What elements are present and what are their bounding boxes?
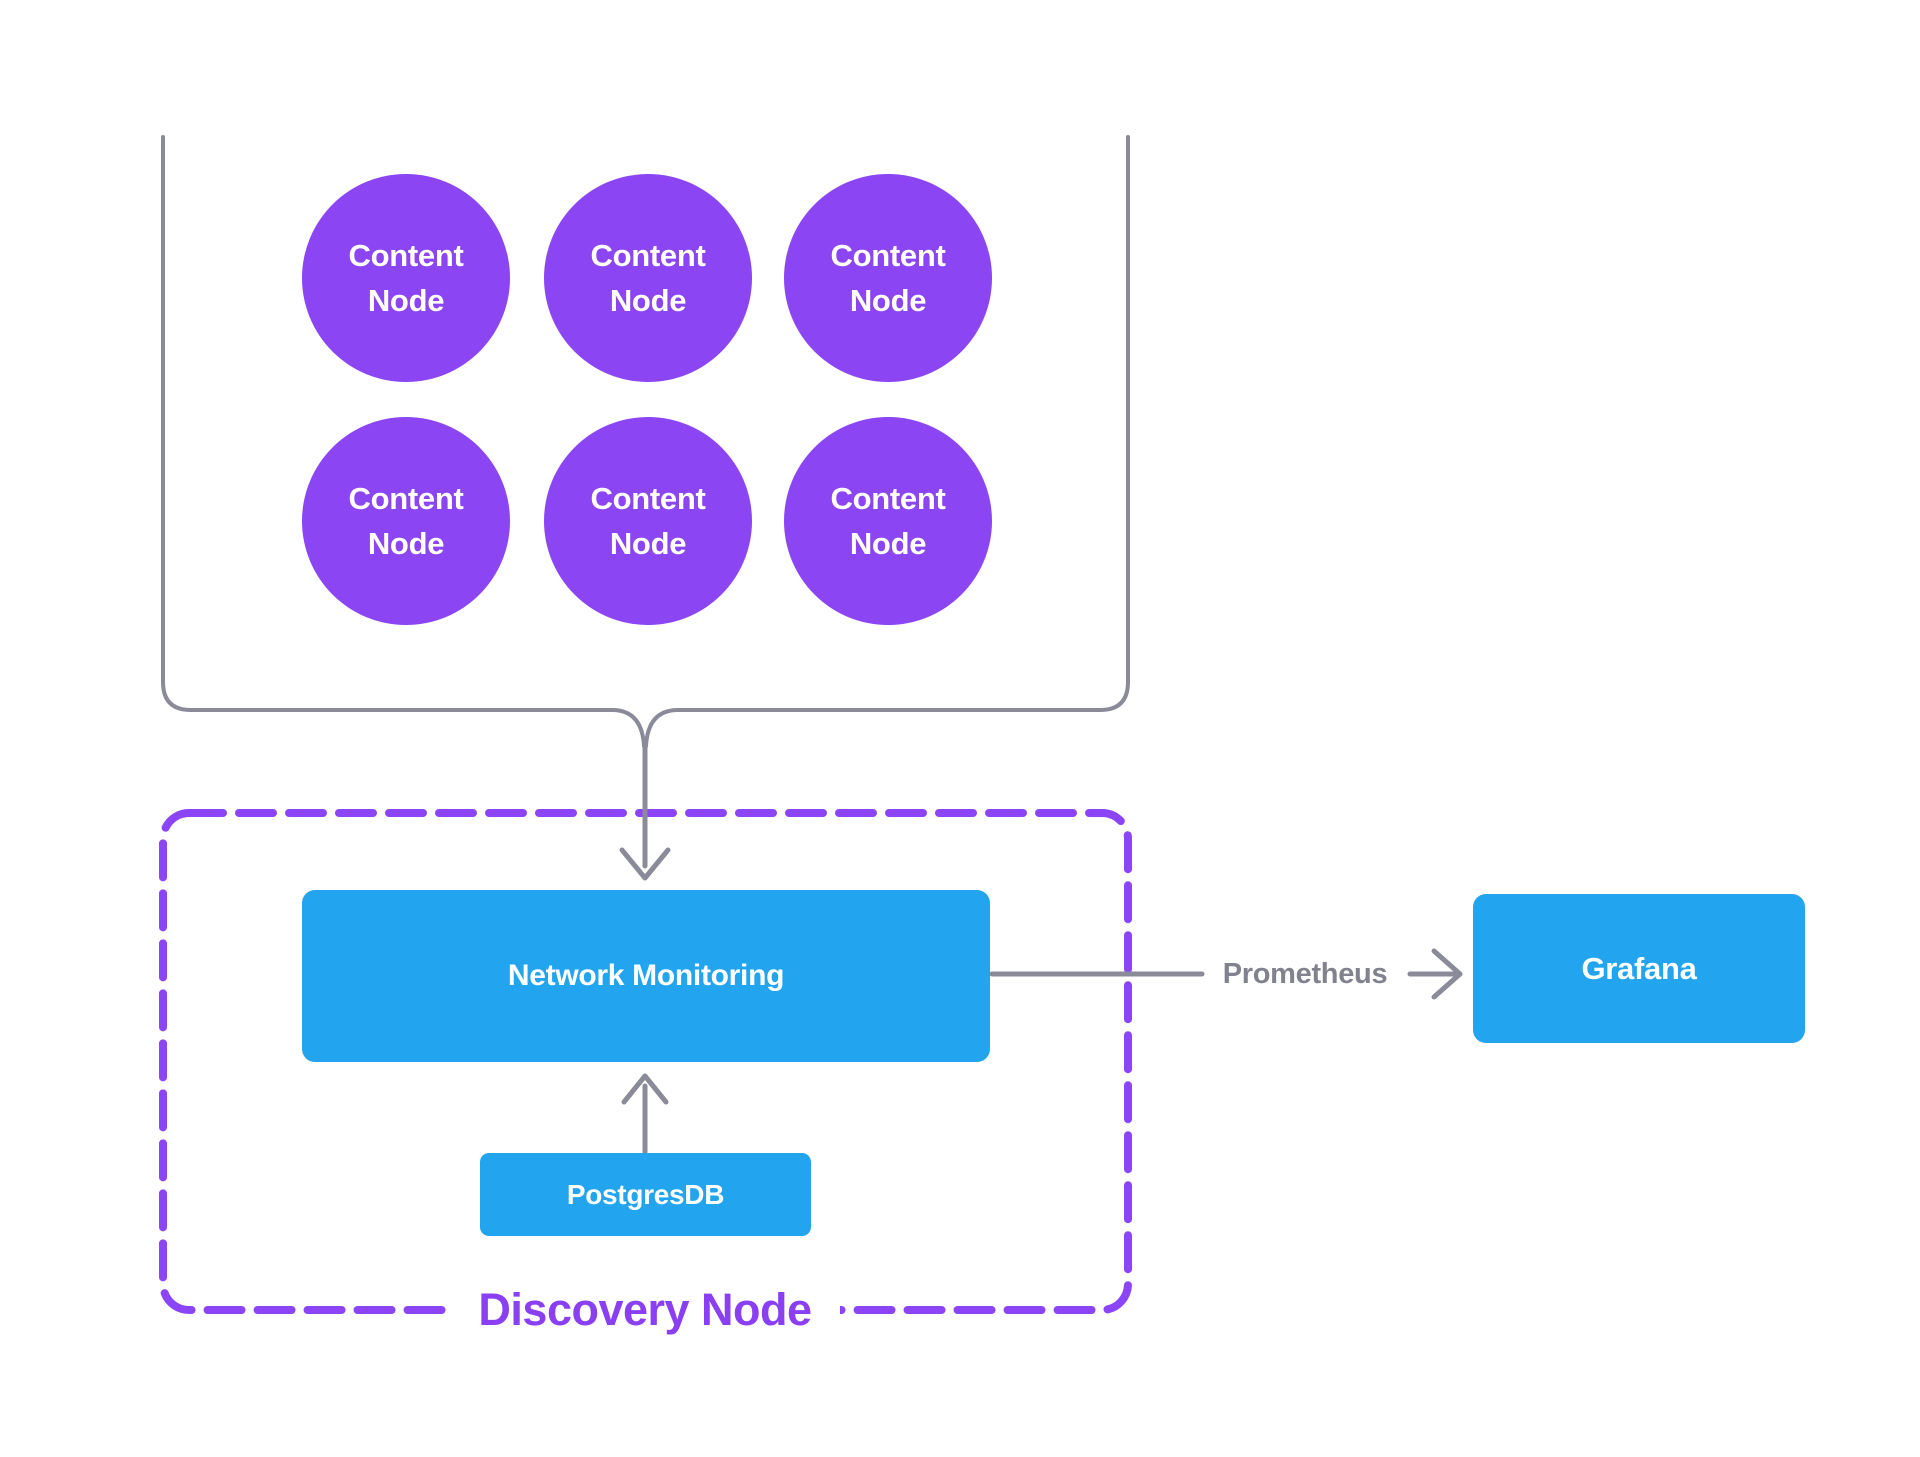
content-node-label-line1: Content [830,238,946,273]
prometheus-label: Prometheus [1180,952,1430,996]
content-node-label-line1: Content [830,481,946,516]
prometheus-to-grafana-arrowhead [1431,948,1463,1000]
content-node-label-line2: Node [609,526,687,561]
discovery-node-label: Discovery Node [420,1280,870,1340]
content-node-label-line2: Node [367,526,445,561]
grafana-box: Grafana [1473,894,1805,1043]
grafana-label: Grafana [1581,950,1697,986]
content-node-circle: Content Node [784,174,992,382]
content-node-circle: Content Node [302,174,510,382]
postgres-box: PostgresDB [480,1153,811,1236]
content-node-label-line1: Content [590,238,706,273]
network-monitoring-box: Network Monitoring [302,890,990,1062]
content-node-label-line1: Content [590,481,706,516]
content-node-label-line2: Node [849,526,927,561]
discovery-node-label-text: Discovery Node [478,1284,812,1335]
content-node-label-line1: Content [348,481,464,516]
content-node-label-line1: Content [348,238,464,273]
content-node-label-line2: Node [367,283,445,318]
prometheus-label-text: Prometheus [1222,957,1388,990]
content-node-circle: Content Node [544,174,752,382]
content-node-circle: Content Node [302,417,510,625]
postgres-to-monitoring-arrowhead [621,1073,669,1105]
content-node-label-line2: Node [609,283,687,318]
content-node-circle: Content Node [784,417,992,625]
cluster-to-monitoring-arrowhead [619,847,671,881]
content-node-circle: Content Node [544,417,752,625]
network-monitoring-label: Network Monitoring [507,959,785,992]
content-node-label-line2: Node [849,283,927,318]
postgres-label: PostgresDB [566,1178,725,1210]
